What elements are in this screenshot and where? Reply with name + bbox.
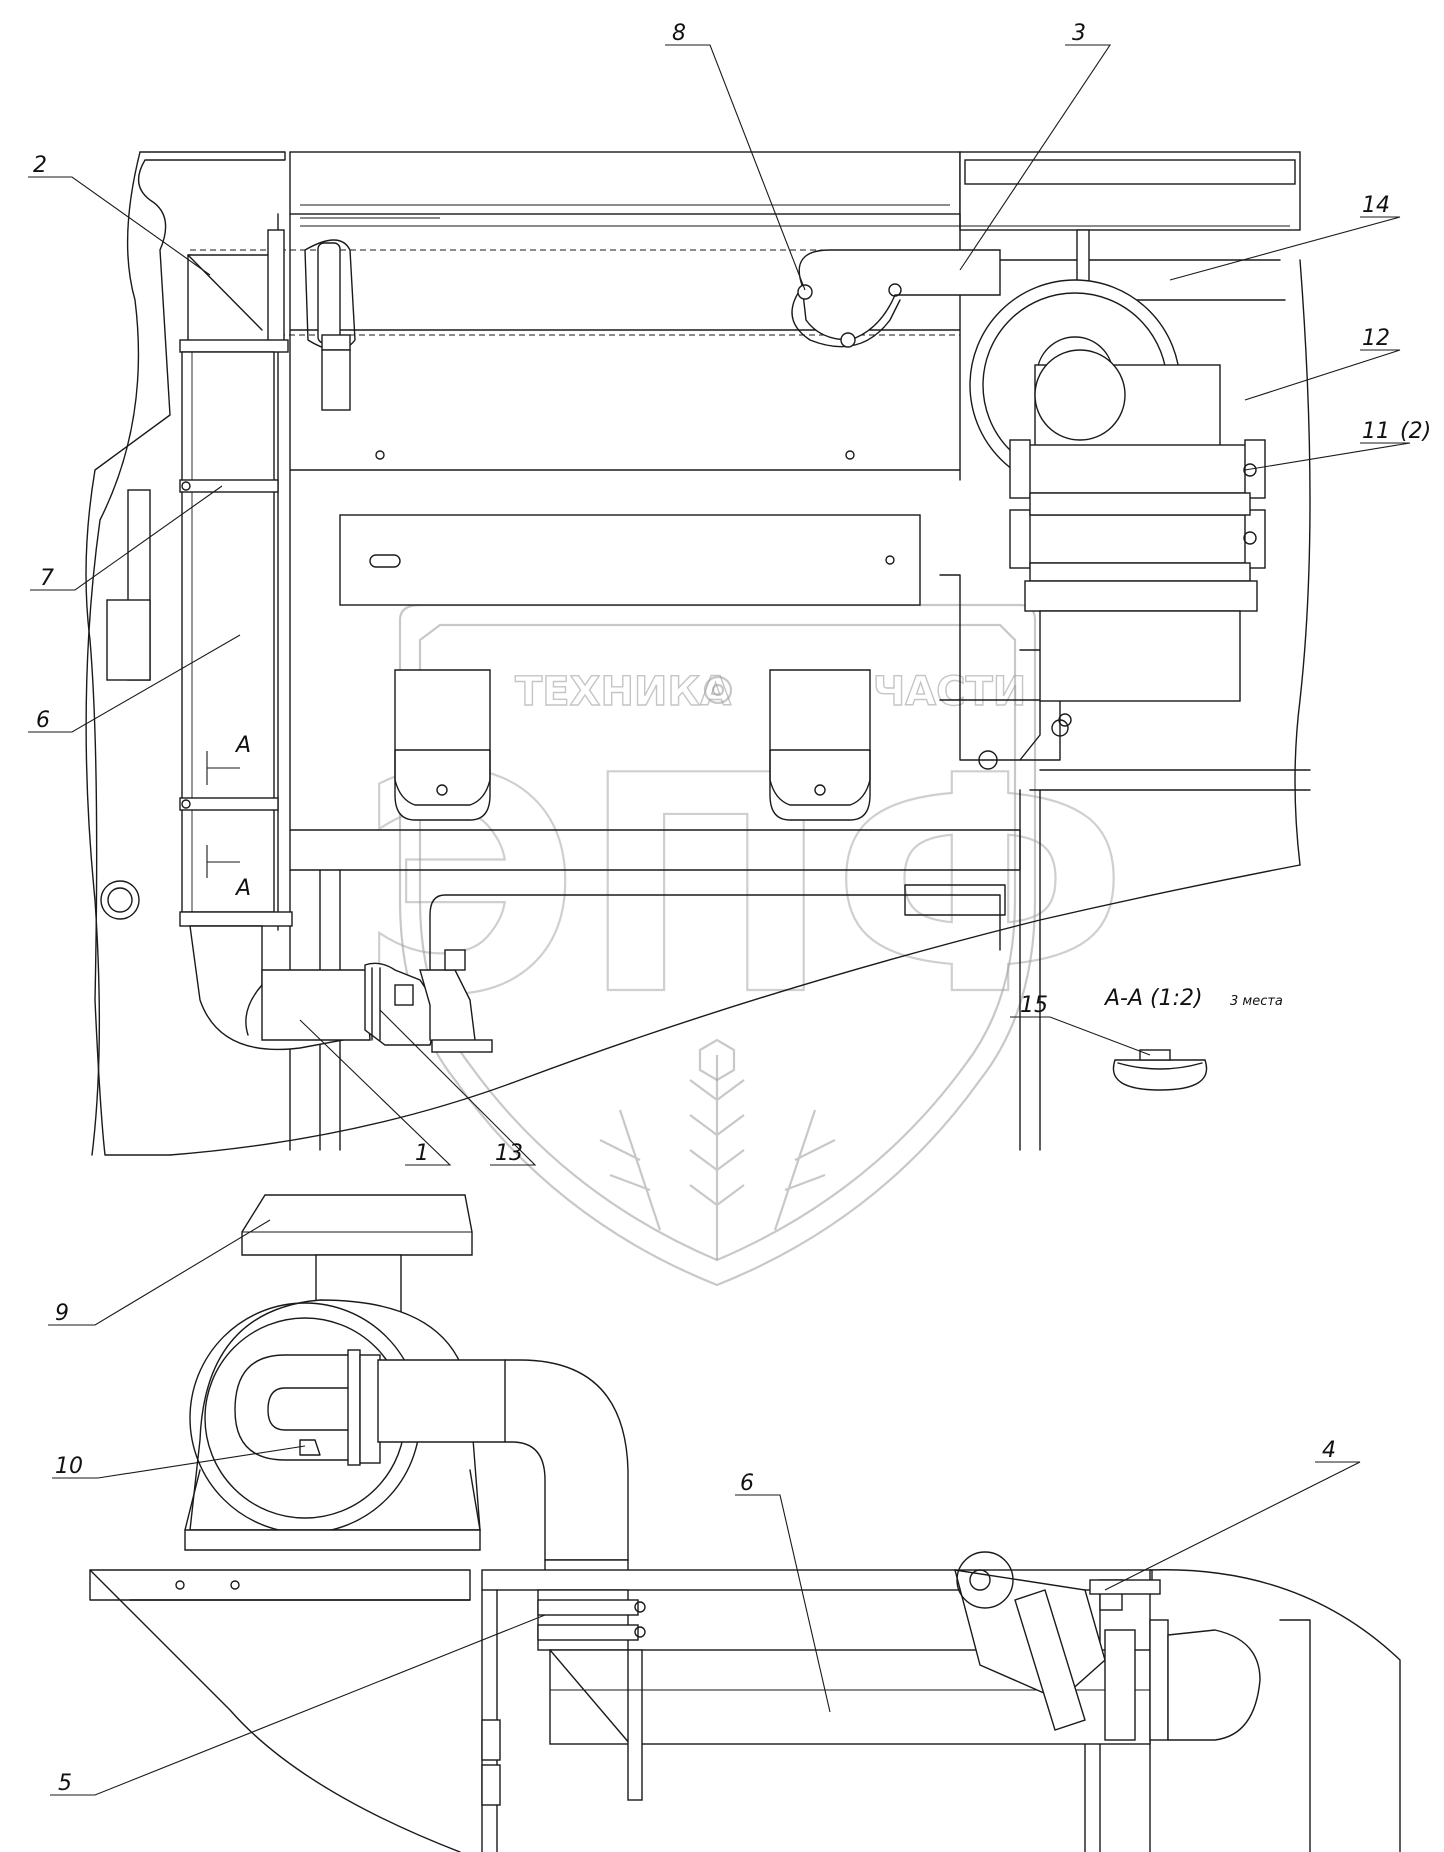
callout-2: 2 [33,153,47,178]
callout-6-top: 6 [36,708,50,733]
gear-icon [703,675,733,705]
section-mark-a-top: А [234,733,251,758]
callout-9: 9 [55,1301,69,1326]
callout-3: 3 [1072,21,1086,46]
callout-11: 11 [1362,419,1390,444]
callout-5: 5 [58,1771,72,1796]
callout-4: 4 [1322,1438,1336,1463]
section-detail [1112,1049,1208,1091]
callout-10: 10 [55,1454,83,1479]
callout-6-bottom: 6 [740,1471,754,1496]
watermark-left-word: ТЕХНИКА [515,669,731,715]
wheat-emblem-icon [599,1038,836,1260]
callout-14: 14 [1362,193,1390,218]
callout-8: 8 [672,21,686,46]
section-note: 3 места [1230,994,1283,1009]
callout-15: 15 [1020,993,1048,1018]
callout-1: 1 [415,1141,429,1166]
callout-7: 7 [40,566,54,591]
side-view [89,1194,1401,1852]
section-mark-a-bottom: А [234,876,251,901]
callouts: 8 3 14 12 11 (2) 2 7 6 1 13 15 9 [28,21,1431,1796]
callout-12: 12 [1362,326,1390,351]
callout-13: 13 [495,1141,523,1166]
section-title: А-А (1:2) [1103,986,1203,1011]
callout-11-qty: (2) [1400,419,1431,444]
